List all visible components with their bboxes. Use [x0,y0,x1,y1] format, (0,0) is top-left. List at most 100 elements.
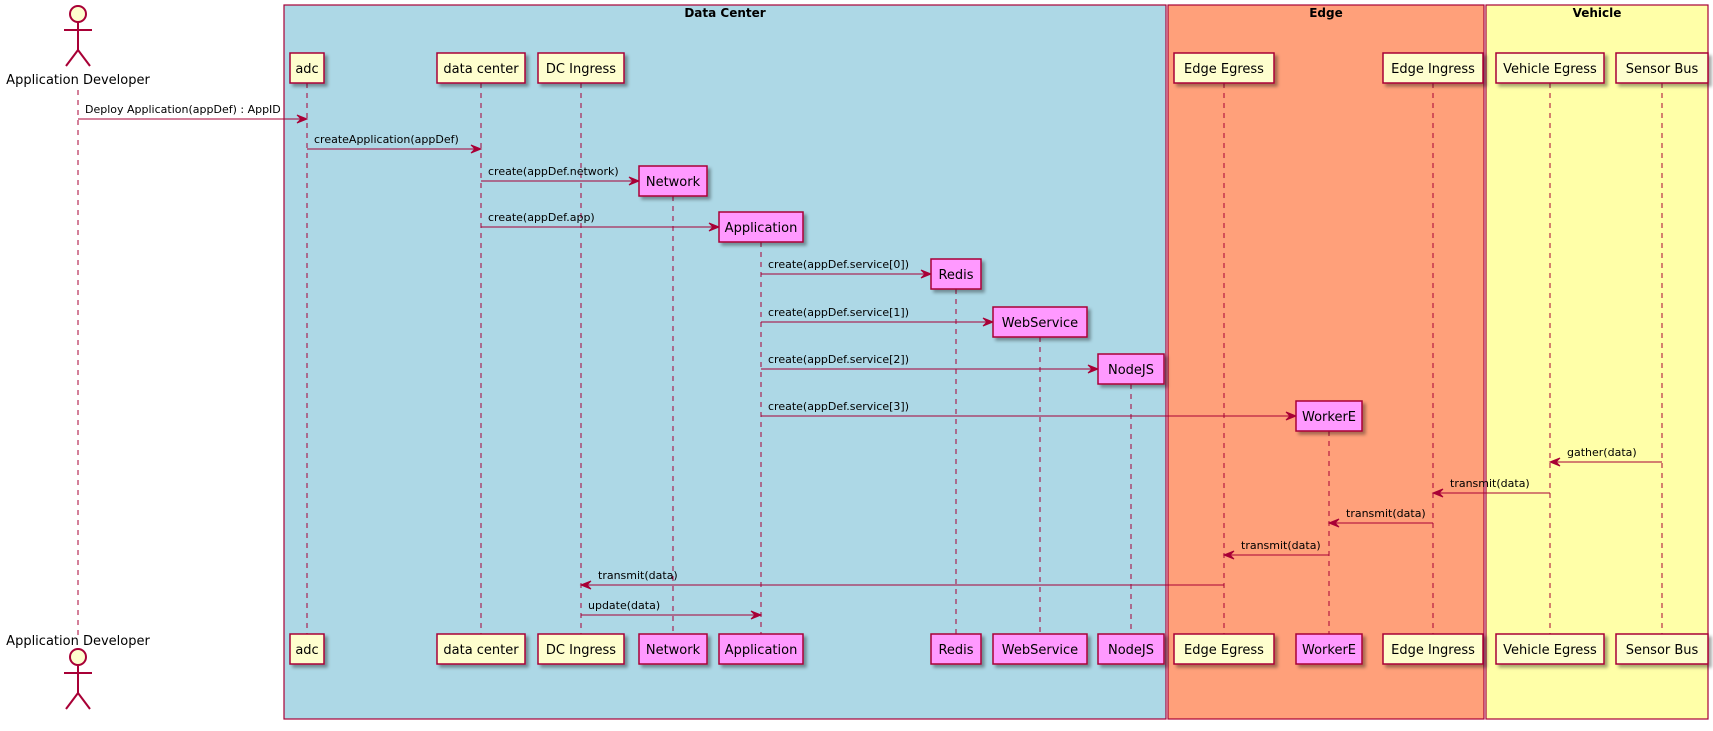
message-label: transmit(data) [1241,539,1321,552]
participant-net-top: Network [638,165,708,197]
participant-label: adc [295,643,318,658]
participant-box [638,165,708,197]
participant-label: NodeJS [1108,643,1154,658]
participant-net-bottom: Network [638,633,708,665]
participant-label: data center [443,643,519,658]
participant-dc-bottom: data center [436,633,526,665]
participant-label: Network [646,643,701,658]
participant-label: Redis [938,268,973,283]
box-datacenter-bg [283,4,1167,720]
participant-redis-top: Redis [930,258,982,290]
participant-app-bottom: Application [718,633,804,665]
message-arrow-head [982,317,995,327]
participant-box [1295,400,1363,432]
message-label: createApplication(appDef) [314,133,459,146]
message-14: update(data) [581,599,763,620]
participant-box [1615,633,1709,665]
participant-worker-top: WorkerE [1295,400,1363,432]
message-7: create(appDef.service[2]) [761,353,1100,374]
message-label: update(data) [588,599,660,612]
participant-label: DC Ingress [546,643,616,658]
message-6: create(appDef.service[1]) [761,306,995,327]
participant-box [1173,52,1275,84]
message-label: transmit(data) [1450,477,1530,490]
message-2: createApplication(appDef) [307,133,483,154]
message-10: transmit(data) [1431,477,1550,498]
participant-web-bottom: WebService [992,633,1088,665]
participant-label: Edge Egress [1184,62,1264,77]
message-arrow-head [750,610,763,620]
message-9: gather(data) [1548,446,1662,467]
participant-ee-bottom: Edge Egress [1173,633,1275,665]
participant-box [992,306,1088,338]
participant-box [436,52,526,84]
participant-node-bottom: NodeJS [1097,633,1165,665]
participant-ei-top: Edge Ingress [1382,52,1484,84]
participant-box [1295,633,1363,665]
message-8: create(appDef.service[3]) [761,400,1298,421]
participant-label: Application [725,643,798,658]
participant-label: Vehicle Egress [1503,62,1597,77]
participant-label: WebService [1002,643,1078,658]
participant-box [930,258,982,290]
box-edge-bg [1167,4,1485,720]
message-label: create(appDef.service[0]) [768,258,909,271]
participant-dci-top: DC Ingress [537,52,625,84]
participant-box [638,633,708,665]
participant-label: Application [725,221,798,236]
participant-label: Sensor Bus [1626,643,1699,658]
participant-box [1495,52,1605,84]
message-label: create(appDef.app) [488,211,595,224]
participant-dci-bottom: DC Ingress [537,633,625,665]
message-1: Deploy Application(appDef) : AppID [78,103,309,124]
stick-figure-actor-icon [64,5,92,67]
box-edge: Edge [1167,4,1485,720]
participant-box [1097,633,1165,665]
participant-box [289,52,325,84]
messages: Deploy Application(appDef) : AppID create… [78,103,1662,620]
participant-sb-bottom: Sensor Bus [1615,633,1709,665]
participant-node-top: NodeJS [1097,353,1165,385]
actor-bottom: Application Developer [6,634,150,710]
participant-app-top: Application [718,211,804,243]
participant-box [1615,52,1709,84]
participant-box [1097,353,1165,385]
message-label: create(appDef.service[2]) [768,353,909,366]
participant-label: WebService [1002,316,1078,331]
message-arrow-head [579,580,592,590]
participant-label: adc [295,62,318,77]
lifelines [77,83,1663,636]
message-12: transmit(data) [1222,539,1329,560]
message-arrow-head [296,114,309,124]
participant-redis-bottom: Redis [930,633,982,665]
participant-box [1382,633,1484,665]
actor-label-top: Application Developer [6,73,150,88]
participant-box [436,633,526,665]
participant-label: Edge Ingress [1391,643,1475,658]
box-vehicle-title: Vehicle [1573,6,1622,20]
participant-label: WorkerE [1302,410,1356,425]
message-arrow-head [1327,518,1340,528]
box-datacenter-title: Data Center [684,6,765,20]
participant-label: Network [646,175,701,190]
message-4: create(appDef.app) [481,211,721,232]
message-label: create(appDef.service[3]) [768,400,909,413]
participant-box [537,633,625,665]
actor-label-bottom: Application Developer [6,634,150,649]
participant-adc-bottom: adc [289,633,325,665]
message-label: transmit(data) [598,569,678,582]
box-datacenter: Data Center [283,4,1167,720]
participant-label: Redis [938,643,973,658]
participant-sb-top: Sensor Bus [1615,52,1709,84]
message-label: create(appDef.service[1]) [768,306,909,319]
message-13: transmit(data) [579,569,1224,590]
message-5: create(appDef.service[0]) [761,258,933,279]
message-arrow-head [1222,550,1235,560]
participant-label: DC Ingress [546,62,616,77]
participant-box [1173,633,1275,665]
participant-label: data center [443,62,519,77]
box-edge-title: Edge [1309,6,1343,20]
message-arrow-head [1285,411,1298,421]
participant-worker-bottom: WorkerE [1295,633,1363,665]
